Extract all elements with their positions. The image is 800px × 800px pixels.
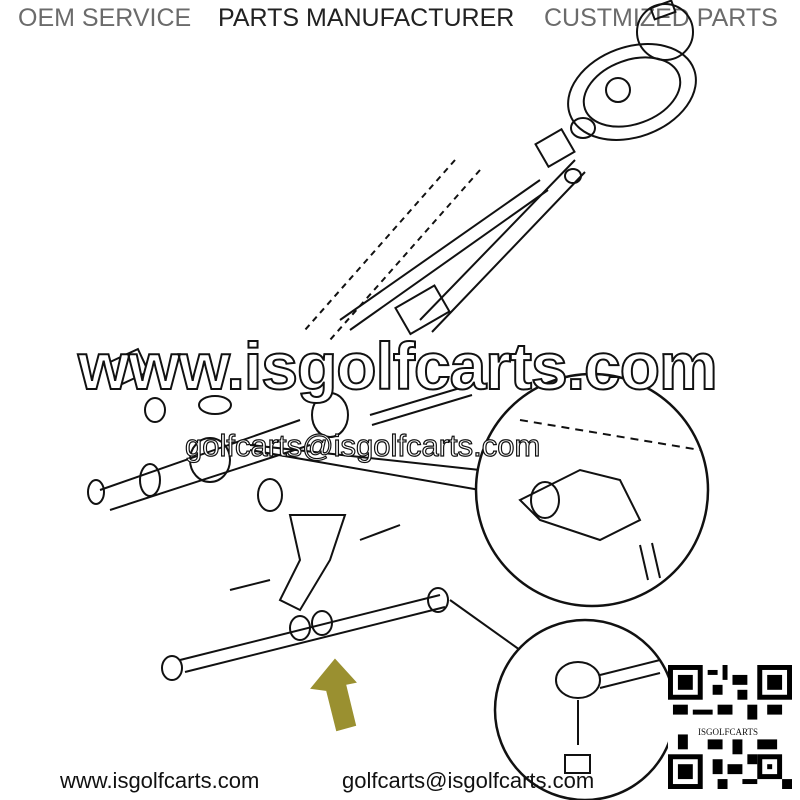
header-parts-manufacturer: PARTS MANUFACTURER — [218, 4, 515, 32]
header-oem-service: OEM SERVICE — [18, 4, 192, 32]
steering-column — [304, 117, 596, 341]
detail-circle-gear — [249, 372, 710, 608]
footer-website: www.isgolfcarts.com — [60, 768, 260, 793]
qr-code — [668, 665, 792, 789]
watermark-website: www.isgolfcarts.com — [77, 328, 719, 404]
steering-gear — [87, 347, 473, 512]
steering-wheel — [567, 0, 697, 141]
direction-arrow — [310, 658, 357, 732]
qr-label: ISGOLFCARTS — [696, 727, 760, 737]
footer-email: golfcarts@isgolfcarts.com — [342, 768, 595, 793]
watermark-email: golfcarts@isgolfcarts.com — [184, 427, 541, 463]
detail-circle-tie-rod — [449, 599, 677, 800]
pitman-arm-and-tie-rod — [161, 514, 449, 681]
